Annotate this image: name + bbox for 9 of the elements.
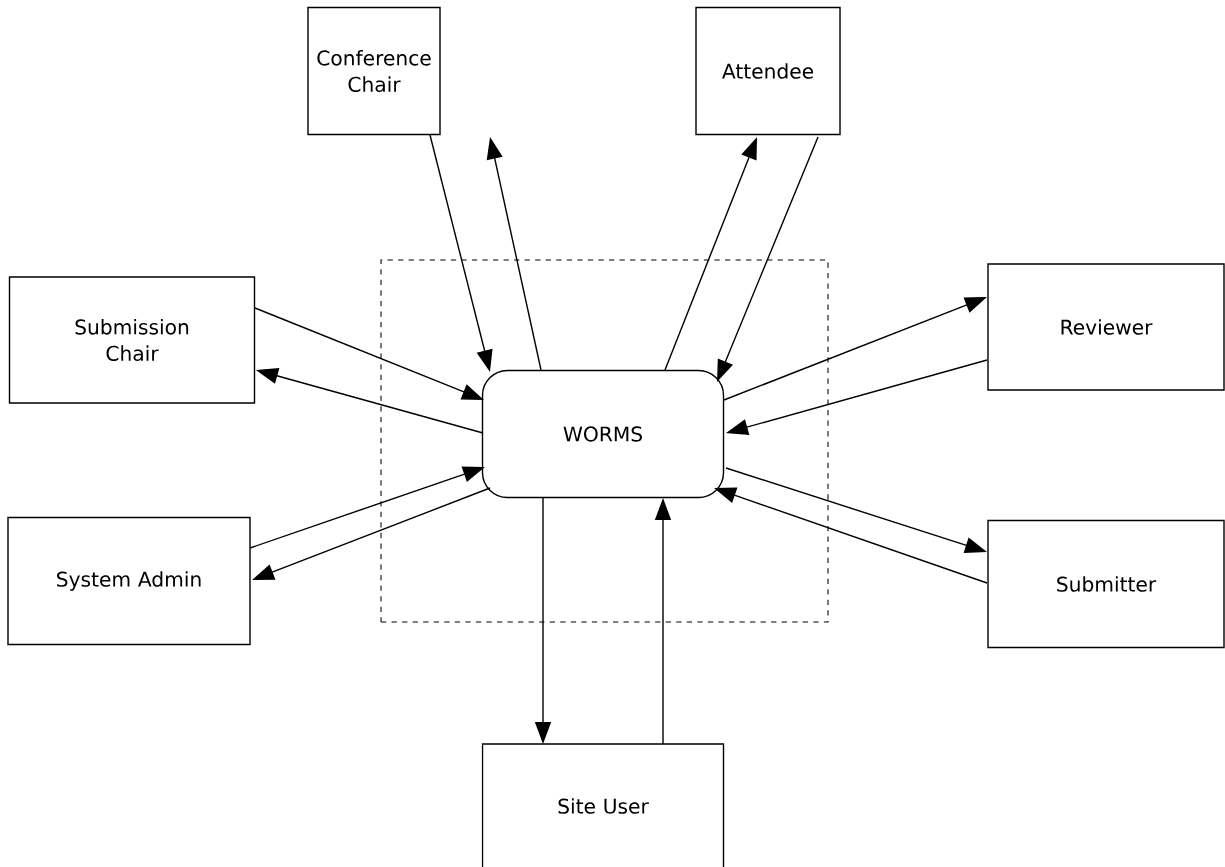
actor-box: Site User <box>481 743 725 867</box>
system-boundary <box>380 259 829 623</box>
actor-box: System Admin <box>7 516 251 646</box>
actor-box: Reviewer <box>987 263 1225 391</box>
actor-box: Submitter <box>987 519 1225 649</box>
actor-box: Submission Chair <box>8 276 256 404</box>
actor-box: Conference Chair <box>307 6 441 136</box>
actor-box: Attendee <box>695 6 841 136</box>
system-box: WORMS <box>481 369 725 499</box>
